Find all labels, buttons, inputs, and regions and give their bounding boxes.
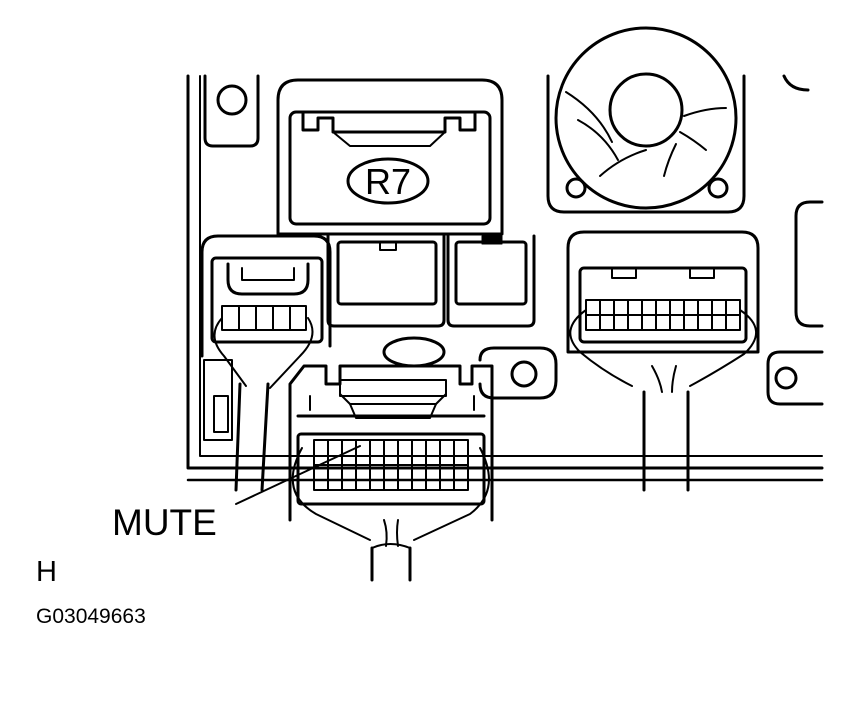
mute-callout-label: MUTE bbox=[112, 502, 217, 543]
mounting-boss-right bbox=[766, 350, 824, 406]
r7-label: R7 bbox=[365, 161, 411, 202]
mute-leader-line bbox=[235, 445, 361, 505]
view-label: H bbox=[36, 556, 57, 588]
mounting-boss-center bbox=[382, 336, 558, 400]
figure-id: G03049663 bbox=[36, 605, 146, 628]
r7-label-oval bbox=[346, 157, 430, 205]
r7-relay-connector bbox=[276, 78, 504, 236]
corner-boss bbox=[782, 74, 810, 92]
connector-right bbox=[566, 230, 760, 492]
cooling-fan bbox=[546, 26, 746, 214]
side-bracket bbox=[794, 200, 824, 328]
empty-socket-center bbox=[326, 234, 446, 328]
connector-left bbox=[200, 234, 332, 492]
unit-panel bbox=[186, 74, 824, 482]
empty-socket-right bbox=[446, 234, 536, 328]
mounting-boss-top-left bbox=[203, 74, 260, 148]
mute-connector bbox=[288, 364, 494, 582]
